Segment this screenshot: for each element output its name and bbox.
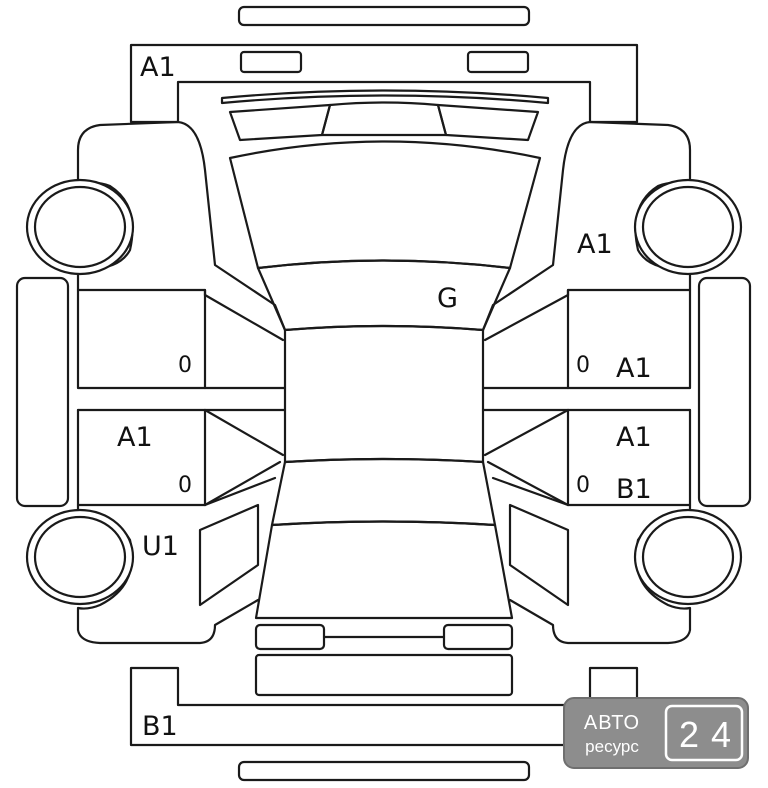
door-handle-right-front: 0	[576, 353, 590, 378]
mark-front-right-fender: A1	[577, 229, 613, 260]
hood-right-edge	[481, 120, 592, 332]
watermark-top: АВТО	[584, 712, 640, 734]
trunk-lid	[254, 520, 514, 620]
front-grille-strip	[220, 89, 550, 105]
mark-rear-right-door-a: A1	[616, 422, 652, 453]
fog-light-left	[239, 50, 303, 74]
left-rear-door	[76, 408, 282, 507]
fog-light-right	[466, 50, 530, 74]
headlight-left	[228, 103, 332, 142]
wheel-rear-left	[25, 508, 135, 606]
left-rear-window	[198, 503, 260, 607]
mark-rear-bumper: B1	[142, 711, 178, 742]
door-handle-left-front: 0	[178, 353, 192, 378]
mark-rear-left-quarter: U1	[142, 531, 179, 562]
windshield	[256, 259, 512, 332]
mark-roof: G	[437, 283, 458, 314]
wheel-rear-right	[633, 508, 743, 606]
mark-hood: A1	[140, 52, 176, 83]
right-rear-window	[508, 503, 570, 607]
mark-front-left-door: A1	[117, 422, 153, 453]
headlight-right	[436, 103, 540, 142]
door-handle-left-rear: 0	[178, 473, 192, 498]
left-front-door	[76, 288, 287, 390]
front-bumper	[129, 43, 639, 124]
right-rear-door	[486, 408, 692, 507]
mark-rear-right-door-b: B1	[616, 474, 652, 505]
taillight-right	[442, 623, 514, 651]
door-handle-right-rear: 0	[576, 473, 590, 498]
watermark-bottom: ресурс	[585, 737, 639, 756]
wheel-front-right	[633, 178, 743, 276]
wheel-front-left	[25, 178, 135, 276]
hood-left-edge	[176, 120, 287, 332]
right-side-skirt	[697, 276, 752, 508]
hood	[228, 140, 542, 270]
rear-garnish	[254, 653, 514, 697]
watermark-digit-2: 4	[711, 714, 731, 755]
front-grille	[320, 101, 448, 137]
rear-bumper	[129, 666, 639, 747]
rear-window	[270, 457, 497, 527]
left-side-skirt	[15, 276, 70, 508]
avtoresurs-watermark: АВТО ресурс 2 4	[563, 697, 749, 769]
watermark-digit-1: 2	[679, 714, 699, 755]
mark-front-right-door: A1	[616, 353, 652, 384]
front-plate	[237, 5, 531, 27]
roof	[283, 324, 485, 464]
right-front-door	[481, 288, 692, 390]
rear-plate	[237, 760, 531, 782]
taillight-left	[254, 623, 326, 651]
